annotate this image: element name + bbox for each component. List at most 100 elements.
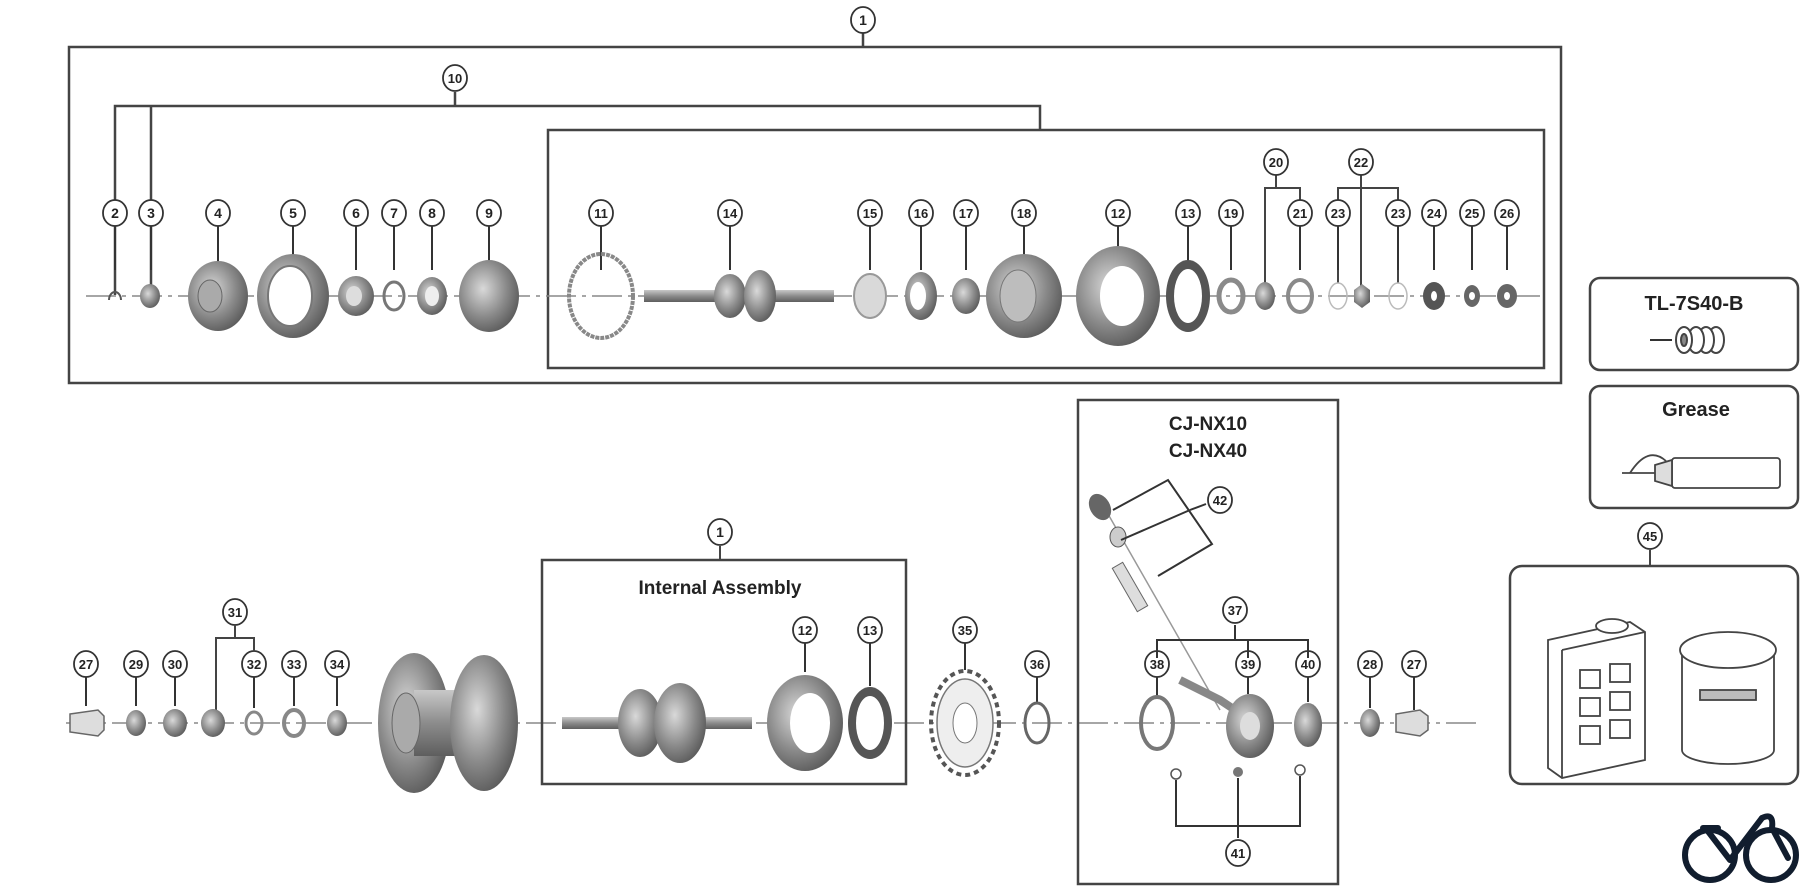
part-27-axle-nut: [69, 709, 105, 737]
callout-circle: [162, 650, 188, 678]
callout-number: 3: [147, 205, 155, 221]
callout-number: 6: [352, 205, 360, 221]
part-21-washer: [1286, 278, 1314, 314]
callout-circle: [1207, 486, 1233, 514]
internal-assembly-box: Internal Assembly: [540, 546, 908, 786]
callout-circle: [1105, 199, 1131, 227]
kit-box: [1508, 550, 1800, 786]
callout-circle: [1459, 199, 1485, 227]
callout-33: 33: [281, 650, 307, 706]
callout-circle: [1357, 650, 1383, 678]
callout-circle: [1218, 199, 1244, 227]
callout-number: 24: [1427, 206, 1442, 221]
callout-16: 16: [908, 199, 934, 270]
part-7-washer: [382, 280, 406, 312]
grease-title: Grease: [1662, 399, 1730, 421]
tool-title: TL-7S40-B: [1645, 293, 1744, 315]
callout-10: 10: [442, 64, 468, 92]
part-32-ring: [244, 710, 264, 736]
callout-26: 26: [1494, 199, 1520, 270]
callout-number: 36: [1030, 657, 1044, 672]
callout-number: 23: [1331, 206, 1345, 221]
callout-number: 20: [1269, 155, 1283, 170]
callout-1: 1: [850, 6, 876, 34]
callout-circle: [1325, 199, 1351, 227]
callout-circle: [908, 199, 934, 227]
callout-number: 8: [428, 205, 436, 221]
callout-circle: [1222, 596, 1248, 624]
callout-23: 23: [1325, 199, 1351, 270]
callout-29: 29: [123, 650, 149, 706]
callout-number: 9: [485, 205, 493, 221]
callout-circle: [588, 199, 614, 227]
callout-8: 8: [419, 199, 445, 270]
callout-number: 31: [228, 605, 242, 620]
part-23-o-ring: [1328, 282, 1348, 310]
part-28-lock-washer: [1360, 709, 1380, 737]
callout-12: 12: [792, 616, 818, 672]
grease-box: Grease: [1588, 384, 1800, 510]
callout-number: 14: [723, 206, 738, 221]
callout-circle: [1263, 148, 1289, 176]
callout-circle: [1011, 199, 1037, 227]
callout-circle: [280, 199, 306, 227]
callout-13: 13: [857, 616, 883, 686]
cj-title-1: CJ-NX10: [1169, 414, 1247, 435]
callout-circle: [1175, 199, 1201, 227]
callout-number: 30: [168, 657, 182, 672]
part-42-cable-adjuster: [1088, 493, 1221, 711]
callout-circle: [953, 199, 979, 227]
callout-circle: [476, 199, 502, 227]
callout-number: 13: [1181, 206, 1195, 221]
callout-number: 37: [1228, 603, 1242, 618]
part-27-axle-nut-right: [1395, 709, 1429, 737]
callout-number: 2: [111, 205, 119, 221]
callout-15: 15: [857, 199, 883, 270]
callout-22: 22: [1348, 148, 1374, 176]
callout-circle: [123, 650, 149, 678]
upper-parts: [108, 246, 1517, 346]
callout-number: 32: [247, 657, 261, 672]
callout-number: 1: [716, 524, 724, 540]
callout-circle: [381, 199, 407, 227]
callout-1: 1: [707, 518, 733, 546]
callout-number: 19: [1224, 206, 1238, 221]
callout-circle: [707, 518, 733, 546]
callout-number: 1: [859, 12, 867, 28]
bicycle-logo-icon: [1682, 813, 1799, 883]
callout-31: 31: [222, 598, 248, 626]
callout-number: 13: [863, 623, 877, 638]
callout-19: 19: [1218, 199, 1244, 270]
callout-number: 40: [1301, 657, 1315, 672]
part-15-sleeve: [853, 273, 887, 319]
part-11-ring-gear: [567, 252, 635, 340]
callout-circle: [1024, 650, 1050, 678]
outer-assembly-frame: [67, 45, 1563, 385]
part-38-washer: [1139, 695, 1175, 751]
callout-17: 17: [953, 199, 979, 270]
part-3-nut: [140, 284, 160, 308]
callout-35: 35: [952, 616, 978, 670]
lower-parts: Internal Assembly CJ-NX10 CJ-NX40: [69, 398, 1429, 886]
cassette-joint-box: CJ-NX10 CJ-NX40: [1076, 398, 1340, 886]
callout-number: 4: [214, 205, 222, 221]
callout-circle: [1637, 522, 1663, 550]
internal-assembly-title: Internal Assembly: [639, 578, 802, 599]
callout-circle: [1385, 199, 1411, 227]
callout-circle: [281, 650, 307, 678]
part-41-screws: [1170, 764, 1306, 838]
callout-circle: [952, 616, 978, 644]
callout-40: 40: [1295, 650, 1321, 702]
callout-23: 23: [1385, 199, 1411, 270]
callout-number: 12: [1111, 206, 1125, 221]
callout-number: 38: [1150, 657, 1164, 672]
callout-circle: [73, 650, 99, 678]
callout-14: 14: [717, 199, 743, 270]
callout-34: 34: [324, 650, 350, 706]
callout-number: 25: [1465, 206, 1479, 221]
hub-shell: [378, 653, 518, 793]
callout-2: 2: [102, 199, 128, 270]
callout-number: 34: [330, 657, 345, 672]
